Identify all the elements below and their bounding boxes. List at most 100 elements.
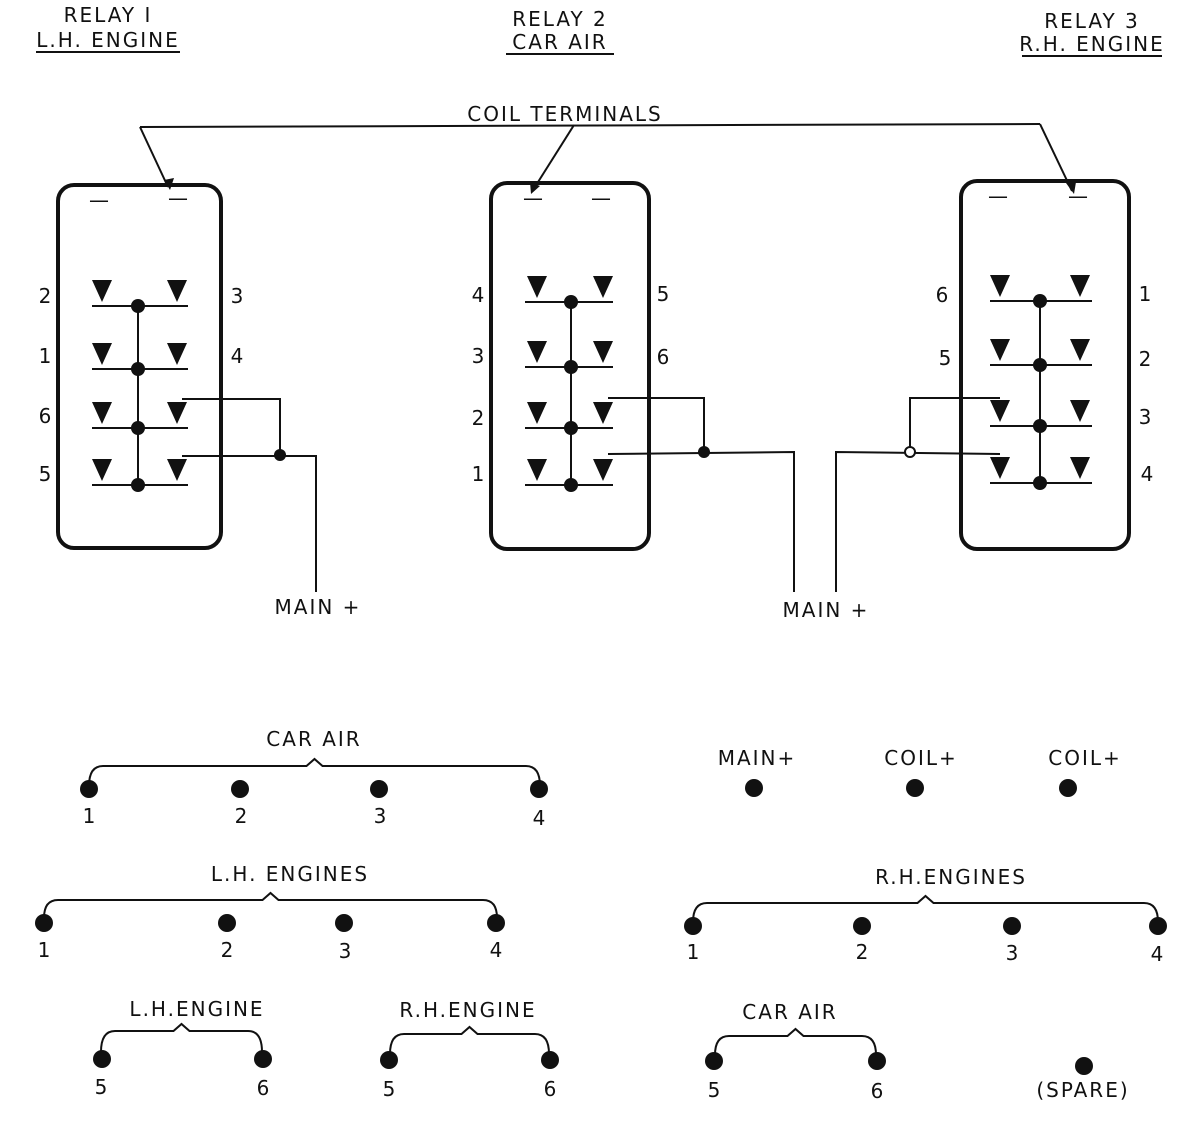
relay-3-pin-numbers: 6 5 1 2 3 4 xyxy=(936,282,1154,486)
contact-junction xyxy=(1033,419,1047,433)
terminal-dot xyxy=(705,1052,723,1070)
power-terminal-dot xyxy=(745,779,763,797)
relay-2-pin-left: 2 xyxy=(472,406,485,430)
contact-arrow xyxy=(92,459,112,481)
relay-1-box xyxy=(56,183,223,550)
terminal-dot xyxy=(853,917,871,935)
relay-2-subtitle: CAR AIR xyxy=(512,30,607,54)
terminal-number: 5 xyxy=(95,1075,108,1099)
contact-arrow xyxy=(527,459,547,481)
relay-3-pin-right: 4 xyxy=(1141,462,1154,486)
contact-arrow xyxy=(167,402,187,424)
contact-arrow xyxy=(990,457,1010,479)
contact-arrow xyxy=(167,280,187,302)
spare-terminal-dot xyxy=(1075,1057,1093,1075)
terminal-number: 2 xyxy=(235,804,248,828)
terminal-number: 1 xyxy=(83,804,96,828)
rh-engines-label: R.H.ENGINES xyxy=(875,865,1027,889)
contact-junction xyxy=(1033,294,1047,308)
contact-arrow xyxy=(1070,400,1090,422)
terminal-number: 3 xyxy=(1006,941,1019,965)
relay-1-pin-left: 6 xyxy=(39,404,52,428)
contact-junction xyxy=(1033,358,1047,372)
relay-1-coil-mark-left: — xyxy=(89,188,109,212)
car-air-top-numbers: 1 2 3 4 xyxy=(83,804,546,830)
terminal-number: 4 xyxy=(533,806,546,830)
contact-junction xyxy=(564,295,578,309)
main-plus-label-right: MAIN + xyxy=(783,598,870,622)
relay-2-pin-right: 5 xyxy=(657,282,670,306)
relay-1-pin-left: 1 xyxy=(39,344,52,368)
contact-junction xyxy=(131,421,145,435)
contact-arrow xyxy=(593,459,613,481)
lh-engine-label: L.H.ENGINE xyxy=(129,997,264,1021)
relay-1-pin-right: 3 xyxy=(231,284,244,308)
relay-3-pin-left: 5 xyxy=(939,346,952,370)
relay-3-pin-right: 1 xyxy=(1139,282,1152,306)
relay-1-main-feed xyxy=(182,398,317,592)
terminal-dot xyxy=(487,914,505,932)
power-terminal-dot xyxy=(906,779,924,797)
contact-junction xyxy=(131,299,145,313)
relay-3-coil-mark-right: — xyxy=(1068,184,1088,208)
relay-1-pin-right: 4 xyxy=(231,344,244,368)
relay-2-3-main-feed xyxy=(607,397,1001,592)
contact-arrow xyxy=(1070,339,1090,361)
relay-2-pin-numbers: 4 3 2 1 5 6 xyxy=(472,282,670,486)
terminal-number: 6 xyxy=(257,1076,270,1100)
car-air-small-numbers: 5 6 xyxy=(708,1078,884,1103)
contact-junction xyxy=(131,478,145,492)
relay-3-subtitle: R.H. ENGINE xyxy=(1019,32,1165,56)
terminal-dot xyxy=(1149,917,1167,935)
terminal-number: 5 xyxy=(708,1078,721,1102)
terminal-dot xyxy=(93,1050,111,1068)
relay-3-title: RELAY 3 xyxy=(1044,9,1140,33)
contact-arrow xyxy=(167,459,187,481)
contact-arrow xyxy=(92,343,112,365)
terminal-number: 1 xyxy=(687,940,700,964)
coil-terminal-marks: — — — — — — xyxy=(89,184,1088,212)
relay-1-title: RELAY I xyxy=(64,3,153,27)
terminal-dot xyxy=(231,780,249,798)
terminal-number: 4 xyxy=(490,938,503,962)
contact-arrow xyxy=(527,402,547,424)
terminal-number: 2 xyxy=(856,940,869,964)
rh-engine-label: R.H.ENGINE xyxy=(399,998,536,1022)
contact-arrow xyxy=(990,339,1010,361)
terminal-number: 3 xyxy=(374,804,387,828)
relay-2-pin-left: 1 xyxy=(472,462,485,486)
lh-engine-numbers: 5 6 xyxy=(95,1075,270,1100)
terminal-dot xyxy=(541,1051,559,1069)
car-air-top-label: CAR AIR xyxy=(266,727,361,751)
terminal-number: 3 xyxy=(339,939,352,963)
terminal-number: 1 xyxy=(38,938,51,962)
rh-engines-numbers: 1 2 3 4 xyxy=(687,940,1164,966)
contact-arrow xyxy=(167,343,187,365)
car-air-top-brace xyxy=(88,757,541,787)
relay-2-coil-mark-right: — xyxy=(591,186,611,210)
contact-arrow xyxy=(92,402,112,424)
car-air-small-label: CAR AIR xyxy=(742,1000,837,1024)
main-plus-terminal-label: MAIN+ xyxy=(718,746,797,770)
relay-3-pin-right: 2 xyxy=(1139,347,1152,371)
spare-terminal-label: (SPARE) xyxy=(1036,1078,1129,1102)
terminal-number: 4 xyxy=(1151,942,1164,966)
lh-engines-brace xyxy=(43,891,498,919)
rh-engines-brace xyxy=(692,894,1159,923)
terminal-dot xyxy=(530,780,548,798)
rh-engine-brace xyxy=(389,1025,550,1055)
relay-3-box xyxy=(959,179,1131,551)
relay-1-coil-mark-right: — xyxy=(168,186,188,210)
lh-engines-label: L.H. ENGINES xyxy=(211,862,369,886)
contact-junction xyxy=(564,478,578,492)
relay-1-pin-numbers: 2 1 6 5 3 4 xyxy=(39,284,244,486)
relay-2-box xyxy=(489,181,651,551)
contact-junction xyxy=(564,360,578,374)
contact-arrow xyxy=(990,400,1010,422)
terminal-dot xyxy=(370,780,388,798)
contact-arrow xyxy=(1070,457,1090,479)
relay-2-coil-mark-left: — xyxy=(523,186,543,210)
terminal-dot xyxy=(868,1052,886,1070)
relay-3-coil-mark-left: — xyxy=(988,184,1008,208)
